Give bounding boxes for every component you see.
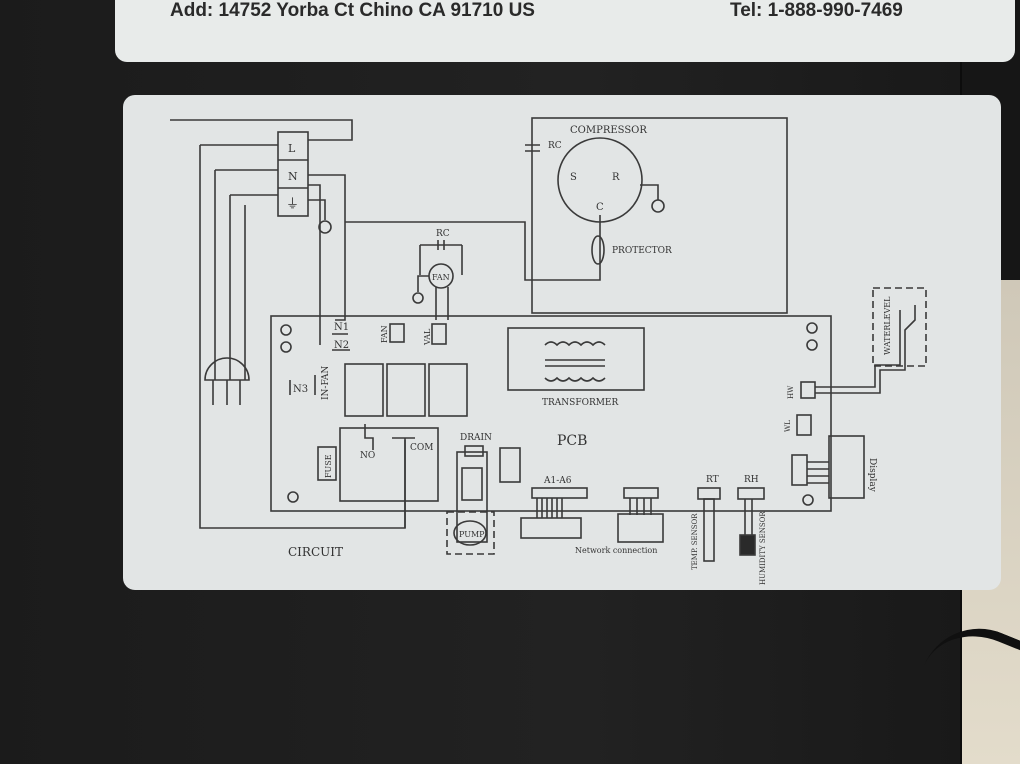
n3-label: N3 [293, 384, 308, 395]
humidity-sensor-icon [739, 534, 756, 556]
rt-label: RT [706, 475, 719, 485]
pump-icon [453, 520, 487, 546]
rc-fan-label: RC [436, 229, 450, 239]
pin-s: S [570, 172, 577, 183]
plug-icon [204, 357, 250, 381]
humidity-sensor-label: HUMIDITY SENSOR [759, 511, 767, 585]
terminal-block [277, 131, 309, 217]
terminal-l: L [288, 142, 296, 155]
pin-c: C [596, 202, 604, 213]
display-board [828, 435, 865, 499]
a1-a6-label: A1-A6 [543, 476, 572, 486]
hw-label: HW [787, 385, 795, 399]
pin-r: R [612, 172, 620, 183]
fan-connector-label: FAN [380, 325, 389, 343]
display-label: Display [867, 458, 877, 493]
circuit-label: CIRCUIT [288, 545, 343, 559]
circuit-diagram-label: L N ⏚ COMPRESSOR RC S R C PROTECTOR RC F… [123, 95, 1001, 590]
pcb-board [270, 315, 832, 512]
transformer-icon [507, 327, 645, 391]
com-label: COM [410, 443, 433, 453]
ground-icon [318, 220, 332, 234]
terminal-n: N [288, 170, 298, 183]
protector-icon [591, 235, 605, 265]
pump-box [446, 511, 495, 555]
n2-label: N2 [334, 340, 349, 351]
wl-label: WL [784, 420, 792, 432]
network-connection-label: Network connection [575, 546, 657, 555]
fuse-label: FUSE [324, 454, 333, 478]
pcb-label: PCB [557, 433, 587, 449]
terminal-ground: ⏚ [286, 197, 299, 212]
ground-icon [651, 199, 665, 213]
water-level-label: WATERLEVEL [883, 296, 892, 355]
protector-label: PROTECTOR [612, 246, 672, 256]
relay-box [339, 427, 439, 502]
temp-sensor-label: TEMP. SENSOR [691, 513, 699, 570]
rh-label: RH [744, 475, 759, 485]
temp-sensor-icon [703, 498, 715, 562]
address-text: Add: 14752 Yorba Ct Chino CA 91710 US [170, 0, 535, 21]
pump-label: PUMP [459, 530, 485, 539]
n1-label: N1 [334, 322, 349, 333]
rc-compressor-label: RC [548, 141, 562, 151]
val-connector-label: VAL [423, 328, 432, 346]
compressor-label: COMPRESSOR [570, 125, 647, 136]
transformer-label: TRANSFORMER [542, 398, 619, 408]
drain-label: DRAIN [460, 433, 492, 443]
in-fan-label: IN-FAN [321, 366, 331, 400]
fan-label: FAN [432, 273, 450, 282]
wiring-diagram: L N ⏚ COMPRESSOR RC S R C PROTECTOR RC F… [170, 117, 927, 585]
water-level-box [872, 287, 927, 367]
no-label: NO [360, 451, 375, 461]
manufacturer-label: Add: 14752 Yorba Ct Chino CA 91710 US Te… [115, 0, 1015, 62]
ground-icon [412, 292, 424, 304]
phone-text: Tel: 1-888-990-7469 [730, 0, 903, 21]
